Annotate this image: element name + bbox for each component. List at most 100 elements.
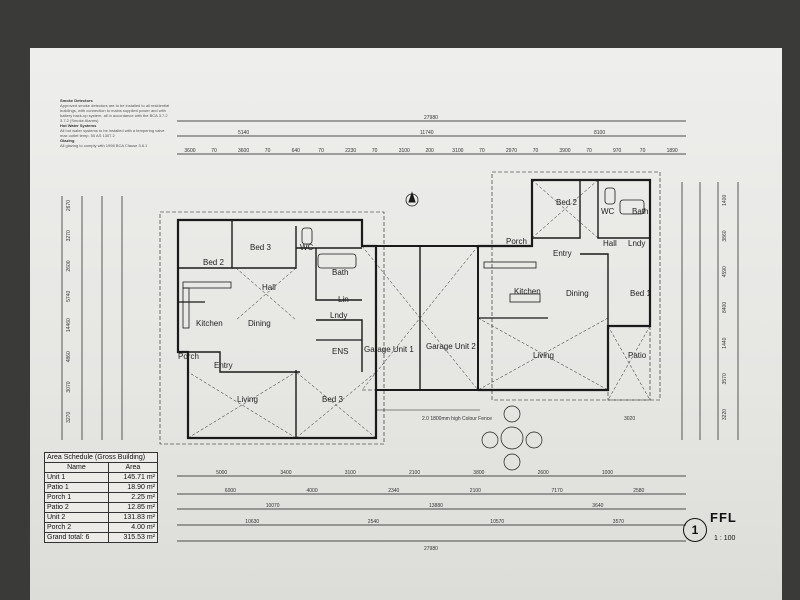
dimension-text: 3600 — [184, 148, 195, 154]
dimension-text: 11740 — [420, 130, 434, 136]
dimension-text: 3570 — [613, 519, 624, 525]
smoke-line: Approved smoke detectors are to be insta… — [60, 103, 170, 108]
bathtub-icon — [317, 253, 357, 269]
dimension-text: 4000 — [307, 488, 318, 494]
room-label: Living — [533, 351, 554, 360]
toilet-icon — [301, 227, 313, 245]
ceiling-line — [361, 245, 479, 391]
room-label: Kitchen — [196, 319, 223, 328]
dimension-text: 3100 — [345, 470, 356, 476]
dimension-text: 3400 — [280, 470, 291, 476]
kitchen-bench — [483, 261, 537, 269]
wall — [316, 319, 363, 372]
dimension-text: 1000 — [602, 470, 613, 476]
dimension-text: 8400 — [722, 302, 728, 313]
dimension-text: 2100 — [409, 470, 420, 476]
room-label: Bed 1 — [630, 289, 651, 298]
dimension-text: 10070 — [266, 503, 280, 509]
smoke-heading: Smoke Detectors — [60, 98, 93, 103]
wall — [188, 351, 300, 373]
schedule-area: 131.83 m² — [107, 512, 159, 523]
schedule-name: Grand total: 6 — [44, 532, 109, 543]
wall — [315, 248, 362, 301]
dimension-text: 2340 — [388, 488, 399, 494]
dimension-text: 970 — [613, 148, 622, 154]
dimension-text: 2970 — [506, 148, 517, 154]
north-arrow-icon — [408, 191, 416, 203]
dimension-text: 3100 — [399, 148, 410, 154]
dimension-text: 4860 — [66, 351, 72, 362]
kitchen-island — [509, 293, 541, 303]
room-label: Garage Unit 1 — [364, 345, 414, 354]
room-label: Garage Unit 2 — [426, 342, 476, 351]
dimension-text: 2600 — [66, 260, 72, 271]
compass-circle — [500, 426, 524, 450]
room-label: Bed 3 — [250, 243, 271, 252]
dimension-text: 3070 — [66, 381, 72, 392]
dimension-text: 3640 — [592, 503, 603, 509]
roof-outline — [159, 211, 385, 445]
schedule-name: Porch 2 — [44, 522, 109, 533]
dimension-text: 27980 — [424, 546, 438, 552]
room-label: Bath — [332, 268, 348, 277]
compass-circle — [503, 405, 521, 423]
dimension-text: 8100 — [594, 130, 605, 136]
kitchen-bench — [182, 281, 232, 289]
glazing-heading: Glazing — [60, 138, 75, 143]
kitchen-bench — [182, 287, 190, 329]
room-label: Lin — [338, 295, 349, 304]
schedule-name: Unit 1 — [44, 472, 109, 483]
room-label: Bed 2 — [556, 198, 577, 207]
room-label: Entry — [553, 249, 572, 258]
unit1-outer-wall — [176, 218, 378, 440]
dimension-text: 3600 — [238, 148, 249, 154]
room-label: Dining — [248, 319, 271, 328]
schedule-name: Porch 1 — [44, 492, 109, 503]
dimension-text: 3100 — [452, 148, 463, 154]
dimension-text: 10570 — [490, 519, 504, 525]
dimension-text: 4590 — [722, 266, 728, 277]
compass-circle — [503, 453, 521, 471]
dimension-text: 70 — [372, 148, 378, 154]
column-header-name: Name — [44, 462, 109, 473]
dimension-text: 3800 — [473, 470, 484, 476]
dimension-text: 3020 — [624, 416, 635, 422]
smoke-line: buildings, with connection to mains supp… — [60, 108, 166, 113]
schedule-name: Patio 1 — [44, 482, 109, 493]
ffl-title: FFL — [710, 510, 737, 525]
wall — [580, 253, 609, 326]
room-label: Lndy — [628, 239, 645, 248]
smoke-line: 3.7.2 (Smoke Alarms) — [60, 118, 99, 123]
room-label: WC — [300, 243, 314, 252]
room-label: Kitchen — [514, 287, 541, 296]
dimension-text: 70 — [318, 148, 324, 154]
dimension-text: 3270 — [66, 230, 72, 241]
room-label: Porch — [506, 237, 527, 246]
dimension-text: 5140 — [238, 130, 249, 136]
hot-water-heading: Hot Water Systems — [60, 123, 97, 128]
dimension-text: 13880 — [429, 503, 443, 509]
dimension-text: 10630 — [245, 519, 259, 525]
bottom-row-c-dimensions: 10070 13880 3640 — [266, 503, 604, 509]
dimension-text: 3270 — [66, 412, 72, 423]
bathtub-icon — [619, 199, 645, 215]
dimension-text: 5000 — [216, 470, 227, 476]
compass-circle — [525, 431, 543, 449]
dimension-text: 3900 — [559, 148, 570, 154]
dimension-text: 3860 — [722, 230, 728, 241]
view-number-badge: 1 — [683, 518, 707, 542]
room-label: Hall — [262, 283, 276, 292]
scale-text: 1 : 100 — [714, 535, 736, 542]
unit2-outer-wall — [478, 178, 652, 392]
dimension-text: 5740 — [66, 291, 72, 302]
